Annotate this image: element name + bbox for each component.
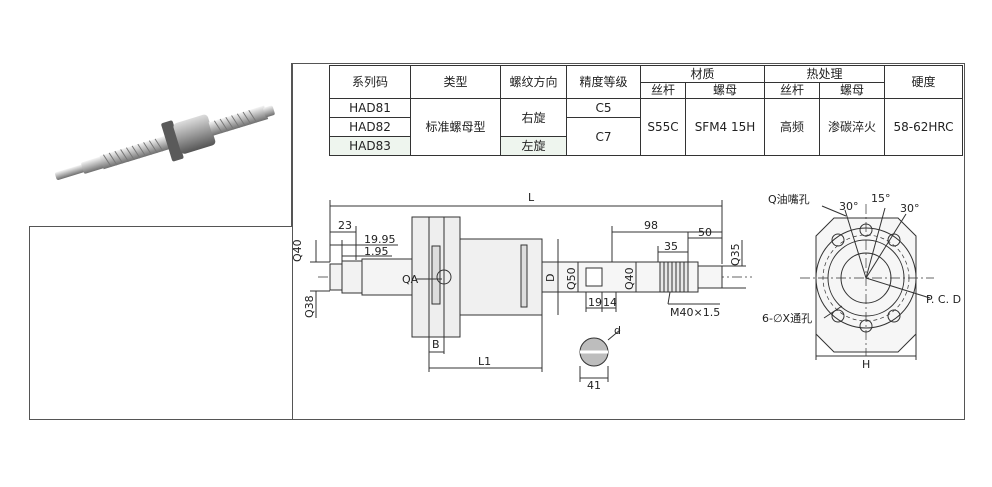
header-accuracy-grade: 精度等级 xyxy=(566,65,641,99)
label-L: L xyxy=(528,191,535,204)
label-D: D xyxy=(544,274,557,282)
cell-material-screw: S55C xyxy=(640,98,686,156)
cell-direction-left: 左旋 xyxy=(500,136,567,156)
label-L1: L1 xyxy=(478,355,491,368)
label-41: 41 xyxy=(587,379,601,392)
label-q40-right: Q40 xyxy=(623,267,636,290)
cell-type: 标准螺母型 xyxy=(410,98,501,156)
header-series-code: 系列码 xyxy=(329,65,411,99)
label-q50: Q50 xyxy=(565,267,578,290)
outer-frame xyxy=(29,63,965,420)
label-23: 23 xyxy=(338,219,352,232)
label-H: H xyxy=(862,358,870,371)
product-photo xyxy=(29,63,292,227)
ball-screw-image xyxy=(55,105,275,180)
label-angle-30a: 30° xyxy=(839,200,859,213)
row-code-2: HAD82 xyxy=(329,117,411,137)
header-heat-nut: 螺母 xyxy=(819,81,885,99)
label-angle-15: 15° xyxy=(871,192,891,205)
label-oil-hole: Q油嘴孔 xyxy=(768,192,810,206)
label-q38: Q38 xyxy=(303,295,316,318)
label-qa: QA xyxy=(402,273,419,286)
label-1-95: 1.95 xyxy=(364,245,389,258)
cell-grade-c7: C7 xyxy=(566,117,641,156)
label-B: B xyxy=(432,338,440,351)
label-q40-left: Q40 xyxy=(291,239,304,262)
header-material-nut: 螺母 xyxy=(685,81,765,99)
label-q35: Q35 xyxy=(729,243,742,266)
header-heat-treatment: 热处理 xyxy=(764,65,885,83)
label-small-d: d xyxy=(614,324,621,337)
label-35: 35 xyxy=(664,240,678,253)
label-19: 19 xyxy=(588,296,602,309)
label-19-95: 19.95 xyxy=(364,233,396,246)
row-code-3: HAD83 xyxy=(329,136,411,156)
frame-divider xyxy=(292,63,293,420)
header-heat-screw: 丝杆 xyxy=(764,81,820,99)
cell-hardness: 58-62HRC xyxy=(884,98,963,156)
label-98: 98 xyxy=(644,219,658,232)
label-angle-30b: 30° xyxy=(900,202,920,215)
spec-table: 系列码 类型 螺纹方向 精度等级 材质 热处理 硬度 丝杆 螺母 丝杆 螺母 H… xyxy=(329,65,963,156)
label-50: 50 xyxy=(698,226,712,239)
header-thread-direction: 螺纹方向 xyxy=(500,65,567,99)
label-m40: M40×1.5 xyxy=(670,306,720,319)
label-through-holes: 6-∅X通孔 xyxy=(762,312,812,325)
cell-material-nut: SFM4 15H xyxy=(685,98,765,156)
label-14: 14 xyxy=(603,296,617,309)
label-pcd: P. C. D xyxy=(926,293,961,306)
